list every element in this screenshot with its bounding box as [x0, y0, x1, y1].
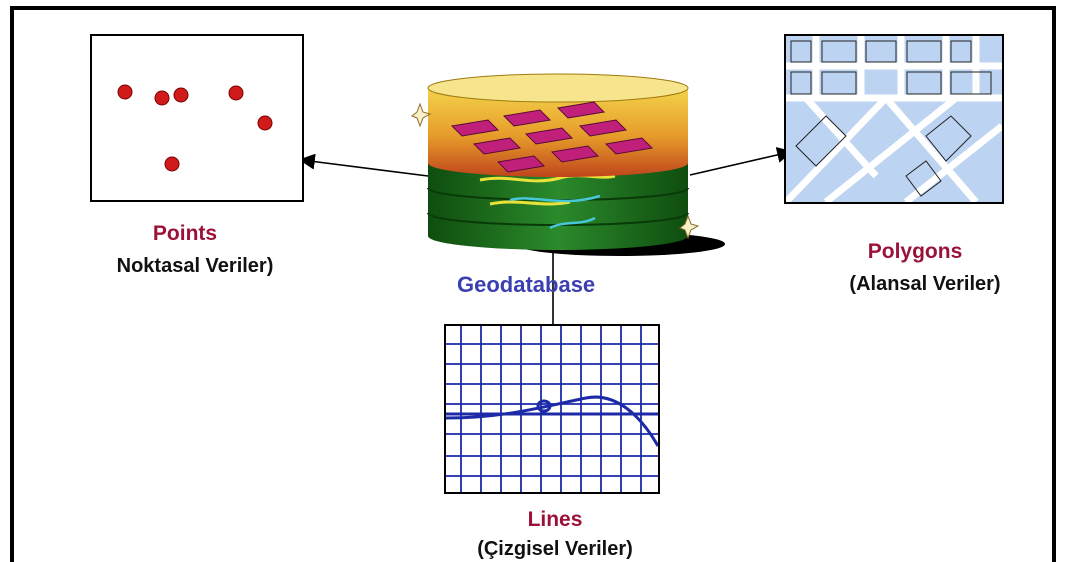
point-marker [154, 90, 170, 106]
arrow-to-points [298, 153, 429, 177]
lines-subtitle: (Çizgisel Veriler) [477, 538, 633, 560]
diagram-frame [10, 6, 1056, 562]
points-map [117, 84, 273, 172]
arrow-to-polygons [689, 147, 794, 176]
point-marker [164, 156, 180, 172]
lines-panel [444, 324, 660, 494]
points-panel [90, 34, 304, 202]
points-title: Points [152, 222, 218, 245]
points-subtitle: Noktasal Veriler) [116, 255, 274, 277]
raster-tiles [450, 101, 654, 173]
point-marker [173, 87, 189, 103]
geodatabase-label: Geodatabase [457, 272, 596, 297]
polygons-title: Polygons [867, 240, 963, 263]
point-marker [117, 84, 133, 100]
geodatabase-icon [411, 73, 725, 256]
point-marker [228, 85, 244, 101]
point-marker [257, 115, 273, 131]
line-features [479, 174, 616, 206]
polygons-panel [784, 34, 1004, 204]
lines-title: Lines [527, 508, 583, 531]
lines-map [446, 326, 658, 492]
polygons-map [786, 36, 1002, 202]
polygons-subtitle: (Alansal Veriler) [849, 273, 1001, 295]
